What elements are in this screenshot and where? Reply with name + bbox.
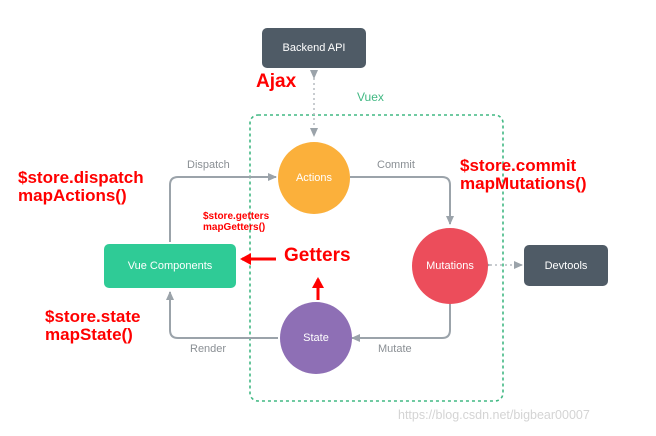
dispatch-annotation: $store.dispatch mapActions()	[18, 169, 144, 205]
getters-annotation: Getters	[284, 245, 351, 266]
actions-node: Actions	[278, 142, 350, 214]
state-annotation: $store.state mapState()	[45, 308, 140, 344]
backend-api-node: Backend API	[262, 28, 366, 68]
render-edge-label: Render	[190, 343, 227, 355]
vuex-label: Vuex	[357, 90, 384, 104]
mutations-label: Mutations	[426, 260, 474, 272]
ajax-annotation: Ajax	[256, 71, 297, 92]
render-arrow	[166, 291, 278, 339]
commit-edge-label: Commit	[377, 159, 415, 171]
getters-small-annotation: $store.getters mapGetters()	[203, 211, 270, 233]
commit-annotation-line-1: $store.commit	[460, 156, 577, 175]
actions-label: Actions	[295, 172, 333, 184]
devtools-label: Devtools	[544, 259, 588, 272]
watermark: https://blog.csdn.net/bigbear00007	[398, 408, 590, 422]
devtools-node: Devtools	[524, 245, 608, 286]
dispatch-edge-label: Dispatch	[187, 159, 230, 171]
dispatch-arrow	[169, 173, 277, 242]
commit-annotation: $store.commit mapMutations()	[460, 157, 587, 193]
state-annotation-line-1: $store.state	[45, 307, 141, 326]
vue-components-label: Vue Components	[127, 260, 213, 272]
commit-arrow	[350, 176, 454, 225]
state-node: State	[280, 302, 352, 374]
mutate-edge-label: Mutate	[378, 343, 412, 355]
state-annotation-line-2: mapState()	[45, 324, 133, 344]
mutate-arrow	[351, 300, 451, 342]
dispatch-annotation-line-2: mapActions()	[18, 185, 127, 205]
commit-annotation-line-2: mapMutations()	[460, 173, 587, 193]
getters-small-annotation-line-1: $store.getters	[203, 211, 270, 222]
state-label: State	[303, 332, 329, 344]
dispatch-annotation-line-1: $store.dispatch	[18, 168, 144, 187]
backend-api-label: Backend API	[282, 42, 346, 54]
getters-small-annotation-line-2: mapGetters()	[203, 221, 266, 233]
mutations-node: Mutations	[412, 228, 488, 304]
vue-components-node: Vue Components	[104, 244, 236, 288]
vuex-container	[249, 114, 504, 402]
